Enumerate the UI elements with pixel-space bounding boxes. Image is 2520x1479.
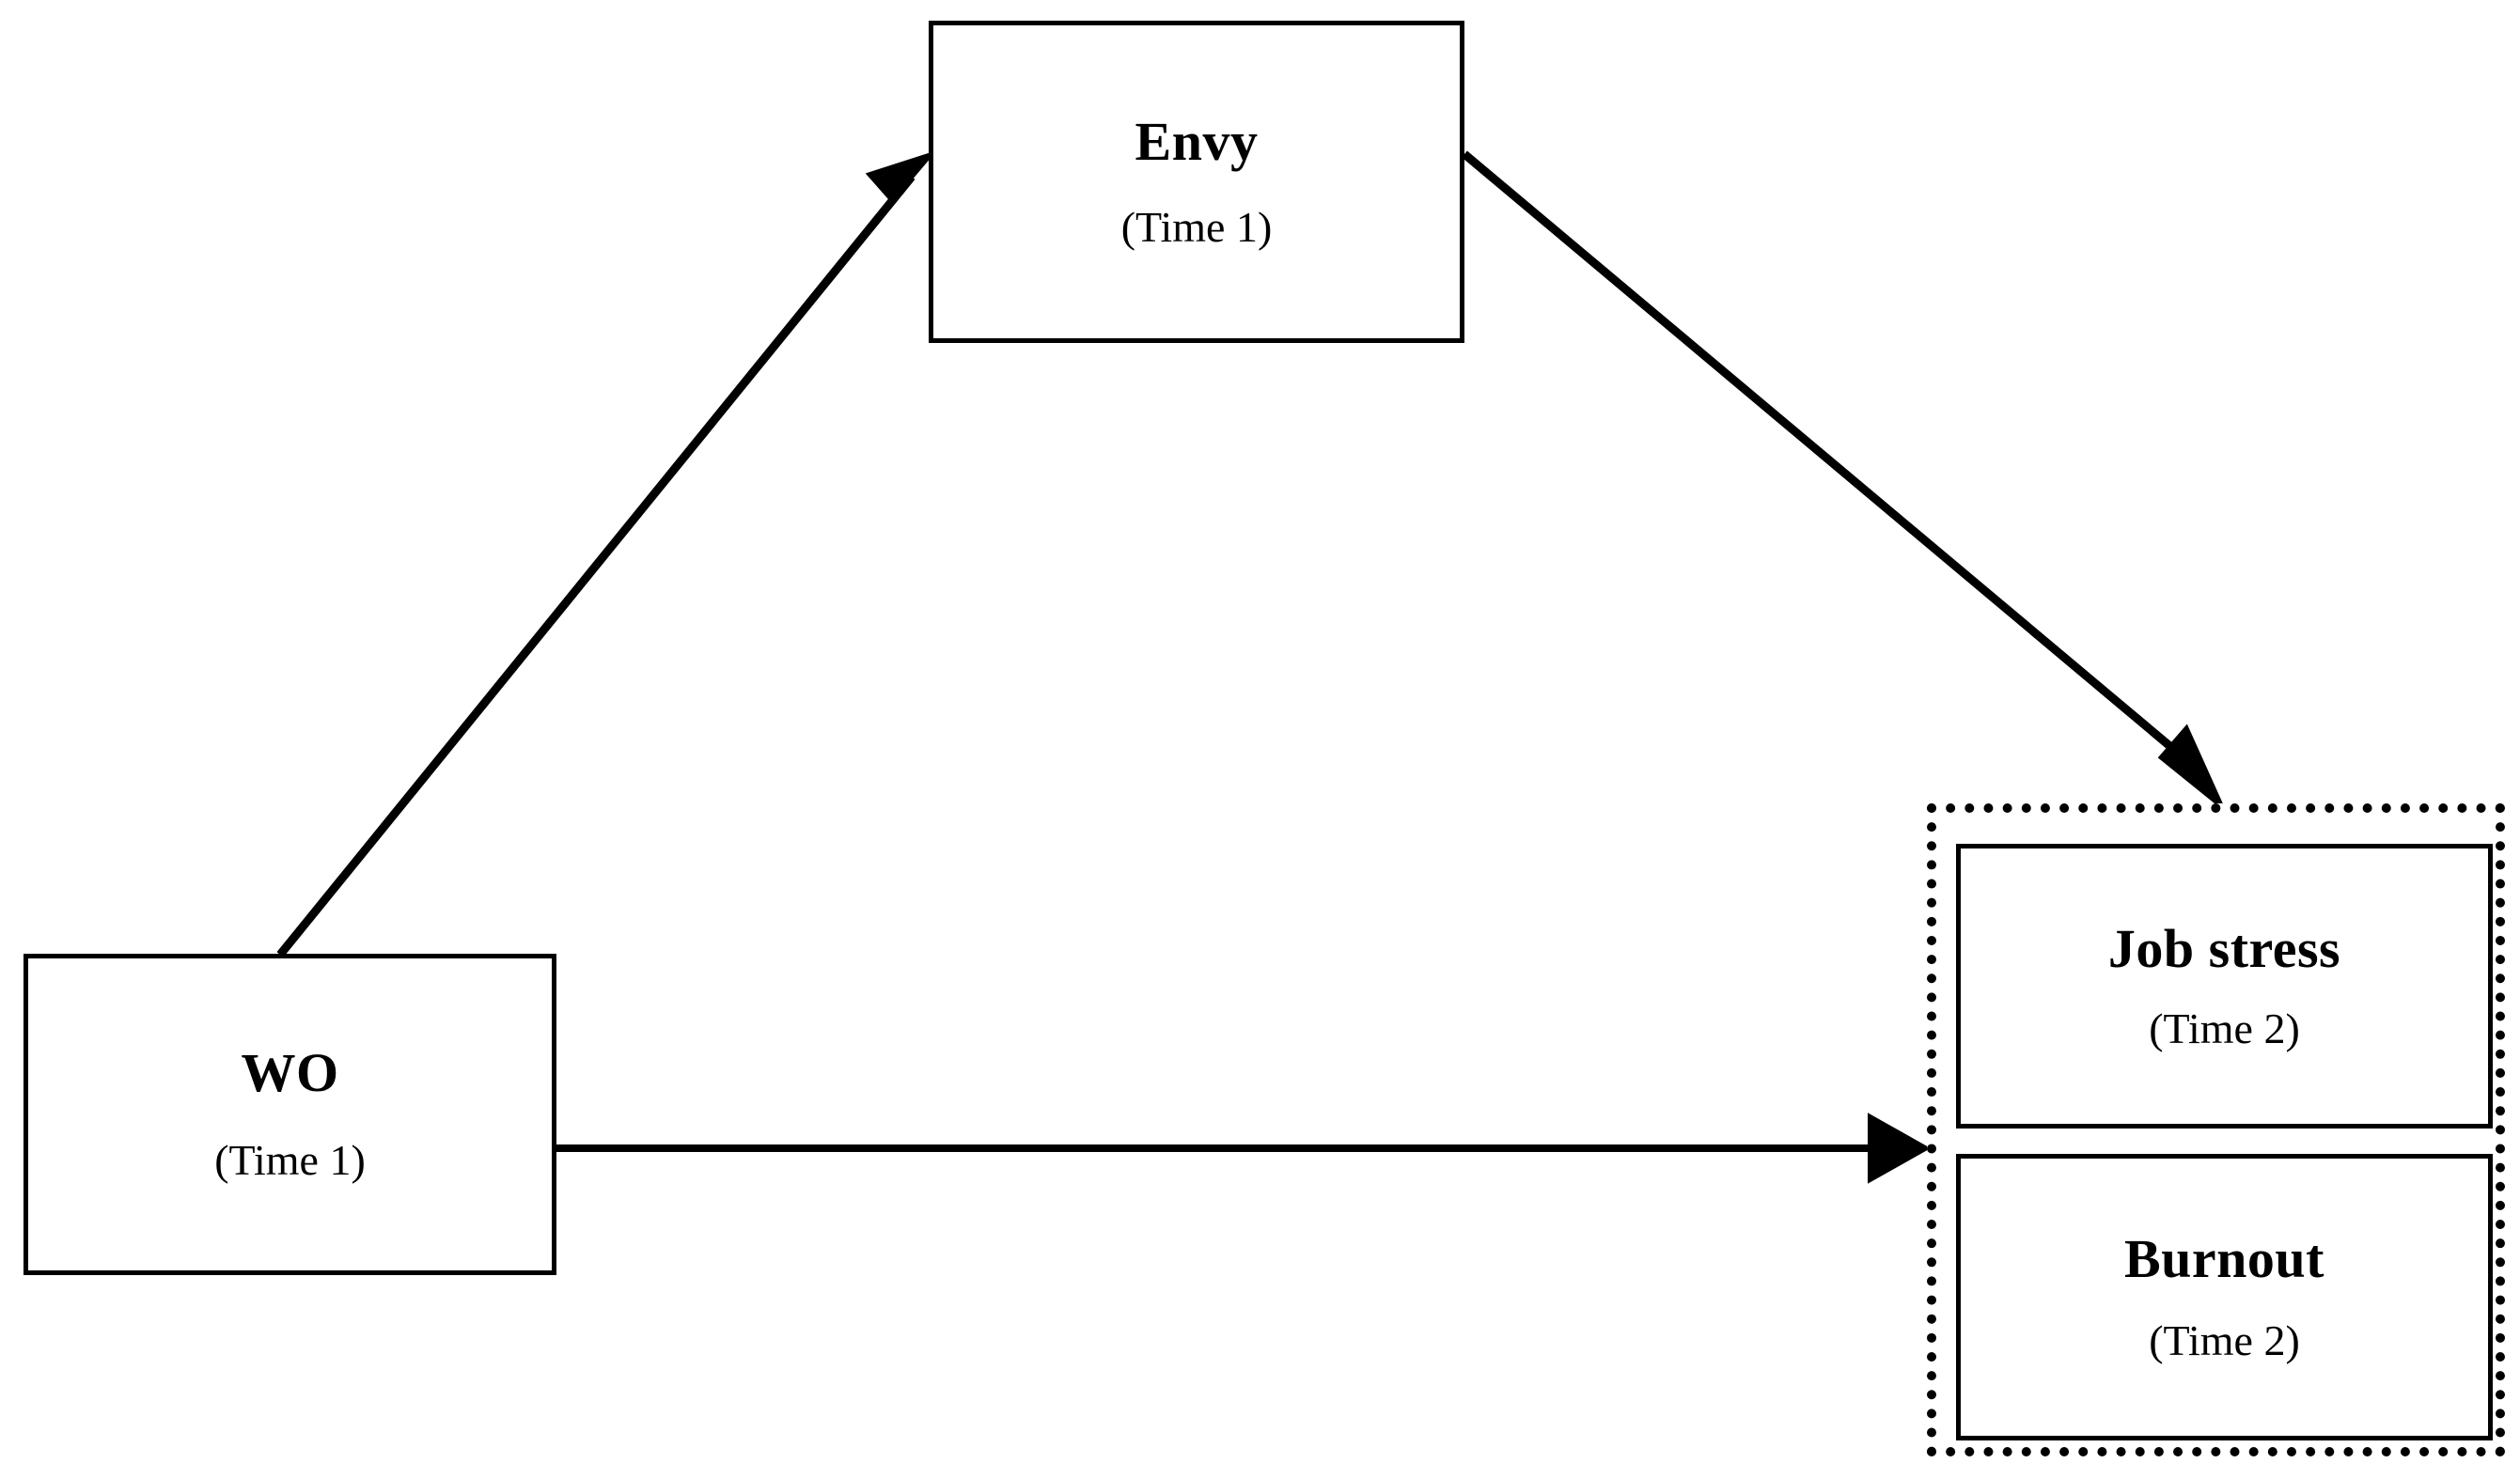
outcome-group-container: Job stress (Time 2) Burnout (Time 2) [1927, 803, 2505, 1456]
node-wo-subtitle: (Time 1) [214, 1136, 366, 1185]
node-burnout-title: Burnout [2123, 1227, 2324, 1289]
node-wo-title: WO [241, 1042, 339, 1104]
arrow-wo-to-outcomes [555, 1113, 1932, 1184]
node-burnout[interactable]: Burnout (Time 2) [1956, 1154, 2493, 1440]
node-burnout-subtitle: (Time 2) [2149, 1316, 2300, 1364]
node-envy[interactable]: Envy (Time 1) [929, 21, 1464, 343]
node-job-stress-subtitle: (Time 2) [2149, 1004, 2300, 1052]
node-job-stress[interactable]: Job stress (Time 2) [1956, 844, 2493, 1129]
arrow-wo-to-envy [276, 149, 938, 957]
node-wo[interactable]: WO (Time 1) [23, 954, 556, 1275]
node-job-stress-title: Job stress [2107, 917, 2341, 979]
node-envy-subtitle: (Time 1) [1120, 202, 1273, 251]
node-envy-title: Envy [1135, 110, 1259, 172]
arrow-envy-to-outcomes [1462, 150, 2223, 807]
